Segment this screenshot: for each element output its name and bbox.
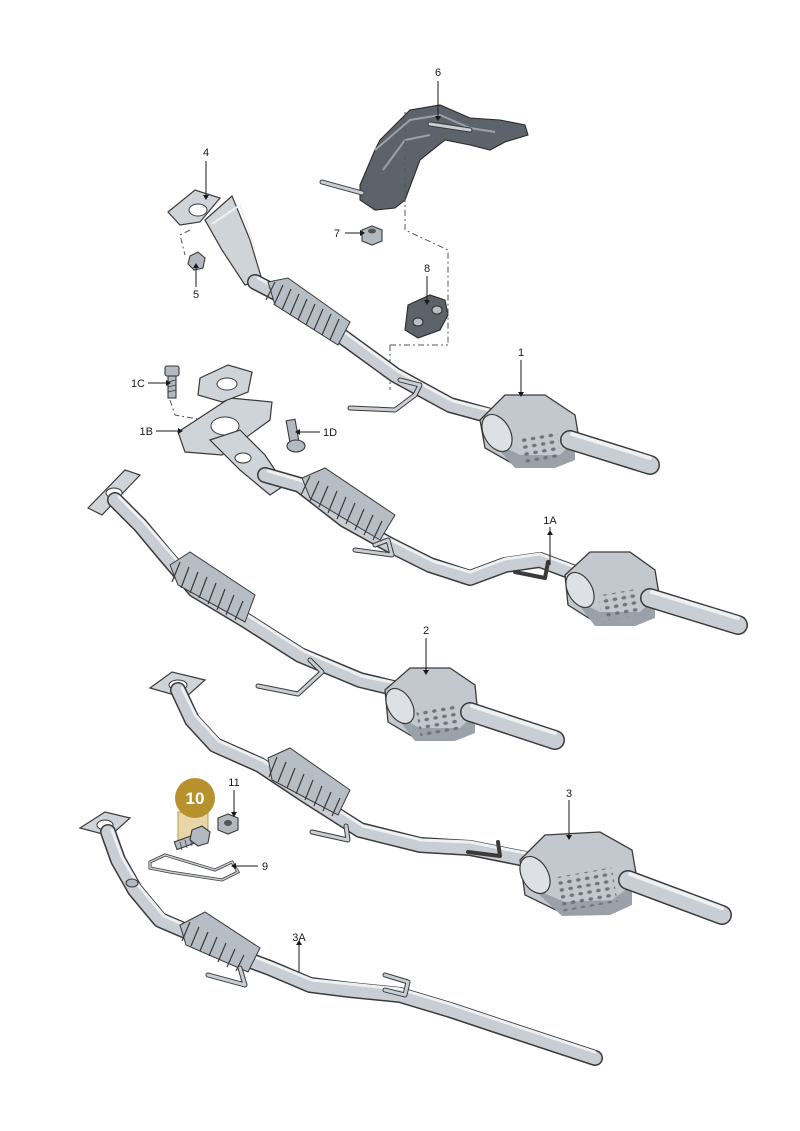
bolt-10 [173, 825, 211, 851]
nut-7 [361, 225, 383, 246]
callout-7[interactable]: 7 [334, 228, 340, 240]
exhaust-pipe-3a [78, 811, 603, 1066]
callout-1[interactable]: 1 [518, 347, 524, 359]
bolt-1d [285, 418, 306, 453]
leader-arrowheads [166, 116, 572, 945]
callout-5[interactable]: 5 [193, 289, 199, 301]
exhaust-pipe-1a [257, 467, 748, 635]
callout-10[interactable]: 10 [186, 789, 205, 808]
callout-4[interactable]: 4 [203, 147, 209, 159]
bolt-1c [164, 365, 180, 399]
exhaust-pipe-3 [148, 671, 732, 925]
clamp-8 [404, 294, 449, 339]
heat-shield-bracket [319, 104, 529, 211]
assembly-dash-lines [169, 112, 449, 423]
callout-1b[interactable]: 1B [140, 426, 153, 438]
callout-9[interactable]: 9 [262, 861, 268, 873]
callout-1a[interactable]: 1A [543, 515, 557, 527]
nut-11 [217, 813, 239, 835]
callout-6[interactable]: 6 [435, 67, 441, 79]
callout-8[interactable]: 8 [424, 263, 430, 275]
spring-clip-9 [148, 853, 241, 882]
callout-11[interactable]: 11 [228, 777, 239, 789]
callout-10-badge[interactable]: 10 [175, 778, 215, 818]
callout-2[interactable]: 2 [423, 625, 429, 637]
exhaust-pipe-1 [167, 189, 660, 475]
exhaust-pipe-2 [86, 469, 565, 750]
callout-1d[interactable]: 1D [323, 427, 337, 439]
callout-3a[interactable]: 3A [292, 932, 306, 944]
callout-1c[interactable]: 1C [131, 378, 145, 390]
highlight-badge-circle [175, 778, 215, 818]
callout-3[interactable]: 3 [566, 788, 572, 800]
